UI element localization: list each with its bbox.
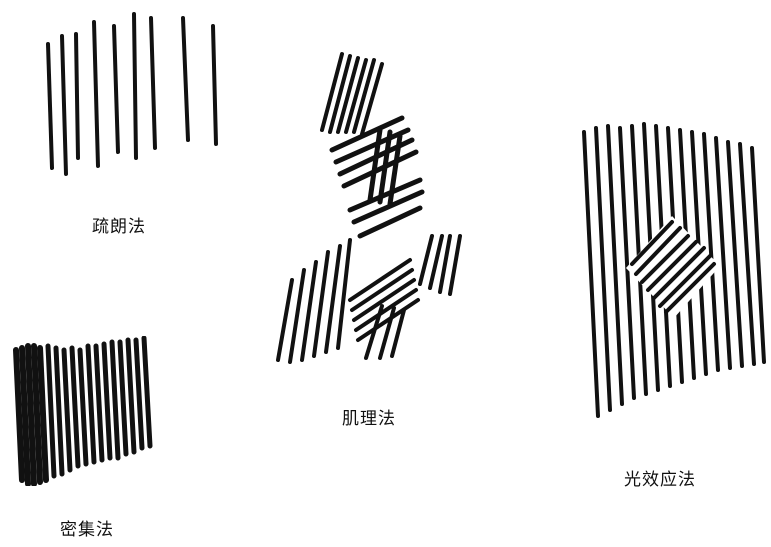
- sparse-label: 疏朗法: [92, 217, 146, 237]
- sparse-lines-svg: [46, 12, 218, 176]
- texture-lines-svg: [276, 52, 462, 364]
- dense-hatching-diagram: [8, 336, 158, 486]
- light-effect-label: 光效应法: [624, 470, 696, 490]
- texture-hatching-diagram: [270, 40, 470, 380]
- light-effect-hatching-diagram: [574, 118, 769, 428]
- dense-label: 密集法: [60, 520, 114, 540]
- light-effect-lines-svg: [582, 122, 766, 418]
- dense-lines-svg: [13, 336, 153, 486]
- texture-label: 肌理法: [342, 409, 396, 429]
- sparse-hatching-diagram: [38, 8, 238, 178]
